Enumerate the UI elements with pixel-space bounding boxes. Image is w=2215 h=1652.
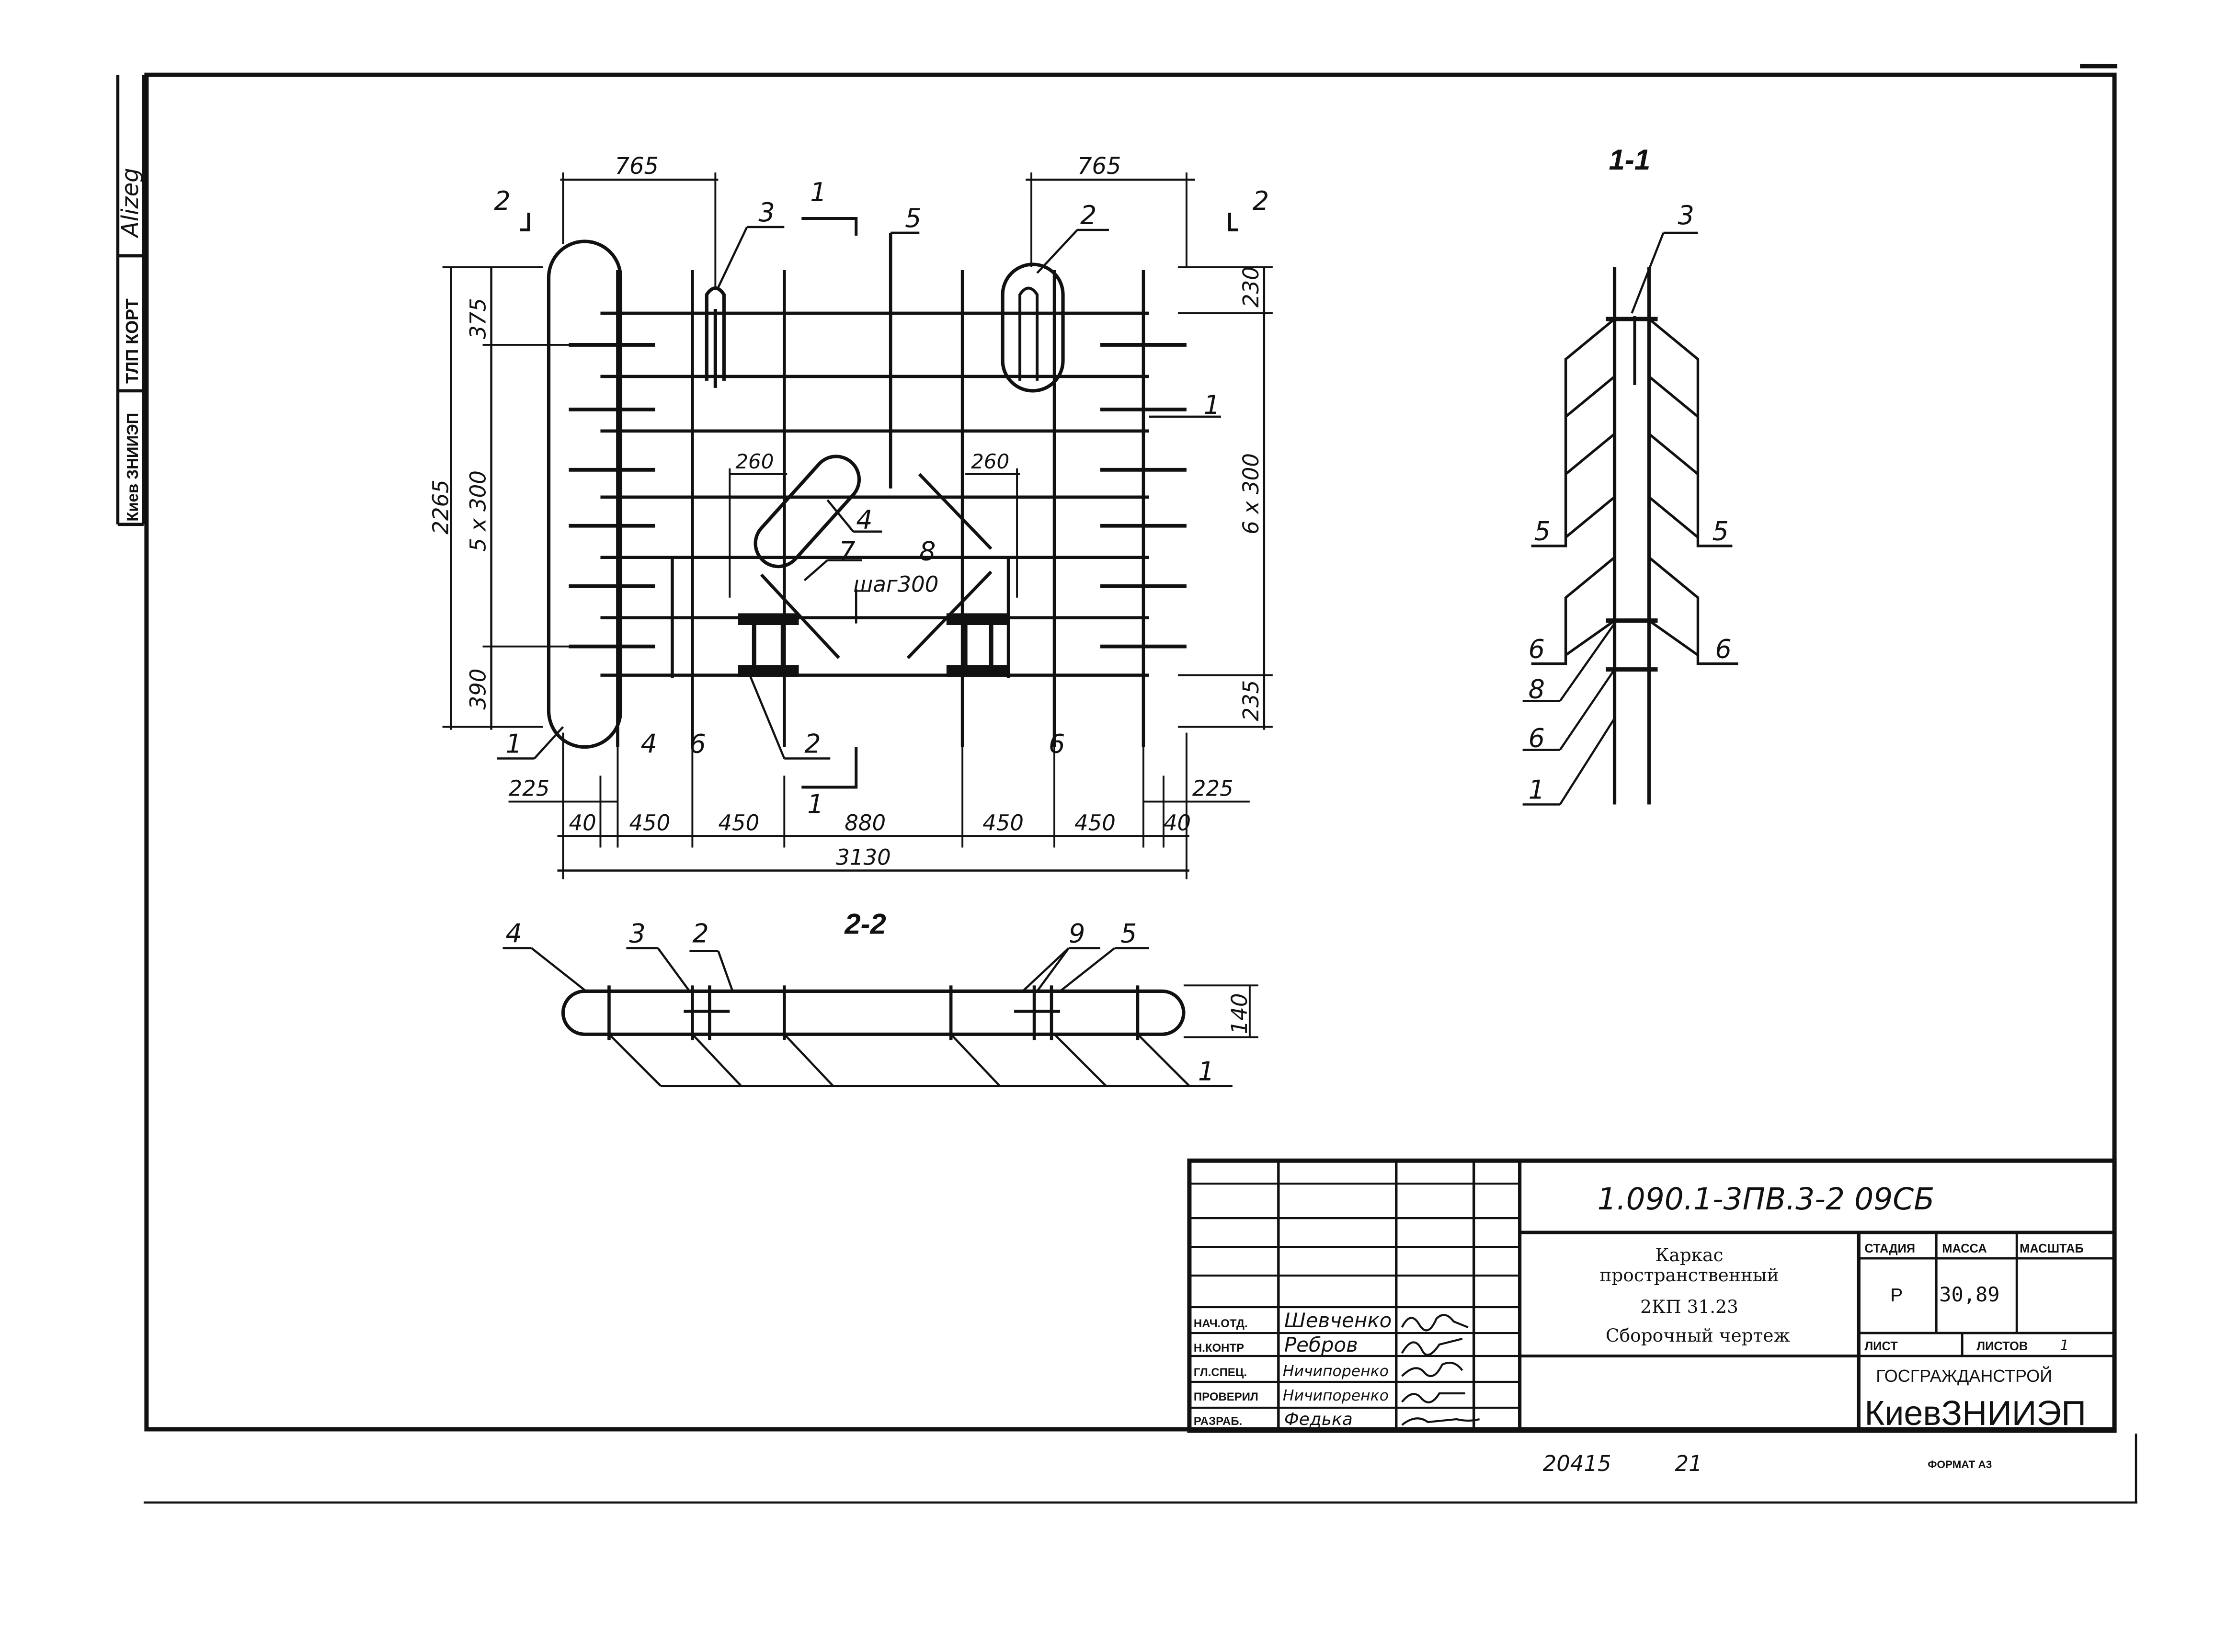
s11-callout-5-right: 5 — [1712, 516, 1728, 547]
loop-4 — [754, 455, 861, 569]
org-top: ГОСГРАЖДАНСТРОЙ — [1876, 1366, 2052, 1386]
dim-right-230: 230 — [1238, 266, 1264, 308]
title-block-frame — [1187, 1158, 2117, 1433]
drawing-name-line-4: Сборочный чертеж — [1606, 1325, 1791, 1346]
drawing-frame — [144, 72, 2117, 1432]
callout-3: 3 — [758, 197, 775, 228]
dim-total: 3130 — [836, 844, 891, 870]
s22-callout-1: 1 — [1198, 1056, 1214, 1086]
s22-callout-5: 5 — [1120, 918, 1137, 948]
dim-2-2-height: 140 — [1227, 993, 1252, 1034]
name-5: Федька — [1284, 1410, 1353, 1429]
s11-callout-3: 3 — [1678, 200, 1694, 230]
section-mark-1-top: 1 — [810, 177, 826, 207]
section-2-2-title: 2-2 — [844, 908, 886, 940]
s22-callout-3: 3 — [629, 918, 645, 948]
sheet-label: ЛИСТ — [1864, 1340, 1898, 1353]
dim-bottom-40-right: 40 — [1164, 810, 1191, 835]
dim-right-6x300: 6 x 300 — [1238, 453, 1264, 535]
sheets-value: 1 — [2060, 1337, 2069, 1354]
dim-bottom-450-d: 450 — [1074, 810, 1116, 835]
side-stamp-org: Киев ЗНИИЭП — [124, 413, 141, 522]
role-5: РАЗРАБ. — [1194, 1415, 1242, 1428]
dim-left-5x300: 5 x 300 — [466, 470, 491, 552]
dim-inner-right: 260 — [971, 450, 1009, 473]
dim-bottom-40-left: 40 — [569, 810, 596, 835]
side-stamp-dept: ТЛП КОРТ — [122, 298, 142, 384]
drawing-name-line-1: Каркас — [1655, 1244, 1723, 1265]
s11-callout-1: 1 — [1529, 775, 1545, 805]
role-4: ПРОВЕРИЛ — [1194, 1390, 1258, 1403]
callout-1-right: 1 — [1204, 390, 1220, 420]
section-mark-5: 5 — [905, 203, 921, 233]
section-mark-1-bottom: 1 — [807, 789, 823, 820]
name-4: Ничипоренко — [1283, 1387, 1389, 1404]
dim-bottom-225-right: 225 — [1192, 776, 1233, 801]
note-pitch: шаг300 — [853, 572, 938, 597]
mass-value: 30,89 — [1939, 1283, 1999, 1306]
callout-4: 4 — [856, 505, 872, 535]
drawing-code: 1.090.1-3ПВ.3-2 09СБ — [1598, 1182, 1935, 1217]
loop-2 — [1001, 262, 1065, 393]
format-label: ФОРМАТ А3 — [1928, 1458, 1992, 1470]
org-bottom: КиевЗНИИЭП — [1864, 1394, 2086, 1433]
header-mass: МАССА — [1942, 1242, 1987, 1255]
role-2: Н.КОНТР — [1194, 1342, 1244, 1355]
side-stamp-signature: Alizeg — [117, 168, 144, 239]
dim-bottom-450-c: 450 — [982, 810, 1024, 835]
drawing-name-line-3: 2КП 31.23 — [1640, 1296, 1738, 1317]
section-2-2 — [502, 947, 1258, 1087]
s11-callout-6-right: 6 — [1715, 634, 1731, 664]
dim-bottom-225-left: 225 — [509, 776, 550, 801]
sheets-label: ЛИСТОВ — [1976, 1340, 2028, 1353]
s11-callout-5-left: 5 — [1534, 516, 1551, 547]
callout-2-top: 2 — [1080, 200, 1096, 230]
header-scale: МАСШТАБ — [2020, 1242, 2084, 1255]
side-stamp — [116, 75, 146, 526]
section-1-1 — [1522, 231, 1738, 806]
callout-1-left: 1 — [506, 729, 522, 759]
name-3: Ничипоренко — [1283, 1363, 1389, 1380]
s22-callout-2: 2 — [692, 918, 708, 948]
plan-view — [442, 172, 1273, 879]
dim-inner-left: 260 — [735, 450, 774, 473]
s11-callout-8: 8 — [1529, 674, 1545, 705]
dim-top-right: 765 — [1077, 153, 1121, 180]
name-1: Шевченко — [1284, 1309, 1392, 1332]
callout-7: 7 — [839, 536, 855, 567]
callout-8: 8 — [919, 536, 936, 567]
section-1-1-title: 1-1 — [1609, 144, 1651, 176]
dim-bottom-450-a: 450 — [629, 810, 670, 835]
stage-value: Р — [1890, 1285, 1903, 1306]
footer-inv: 20415 — [1543, 1451, 1611, 1476]
dim-bottom-450-b: 450 — [718, 810, 759, 835]
loop-1 — [547, 239, 623, 749]
role-1: НАЧ.ОТД. — [1194, 1317, 1248, 1330]
callout-6-left: 6 — [689, 729, 706, 759]
section-mark-2-left: 2 — [494, 186, 511, 216]
callout-4-bottom: 4 — [640, 729, 657, 759]
dim-right-235: 235 — [1238, 680, 1264, 721]
section-mark-2-right: 2 — [1253, 186, 1269, 216]
signatures — [1401, 1314, 1480, 1426]
dim-left-390: 390 — [466, 669, 491, 710]
dim-left-2265: 2265 — [428, 479, 454, 534]
footer-num: 21 — [1675, 1451, 1702, 1476]
callout-2-bottom: 2 — [804, 729, 821, 759]
dim-bottom-880: 880 — [845, 810, 886, 835]
s11-callout-6-left: 6 — [1529, 634, 1545, 664]
s22-callout-4: 4 — [506, 918, 522, 948]
drawing-name-line-2: пространственный — [1599, 1265, 1779, 1286]
dim-top-left: 765 — [615, 153, 659, 180]
role-3: ГЛ.СПЕЦ. — [1194, 1366, 1247, 1379]
callout-6-right: 6 — [1049, 729, 1065, 759]
s11-callout-6-low: 6 — [1529, 723, 1545, 753]
name-2: Ребров — [1284, 1333, 1358, 1356]
dim-left-375: 375 — [466, 298, 491, 339]
s22-callout-9: 9 — [1069, 918, 1085, 948]
header-stage: СТАДИЯ — [1864, 1242, 1915, 1255]
